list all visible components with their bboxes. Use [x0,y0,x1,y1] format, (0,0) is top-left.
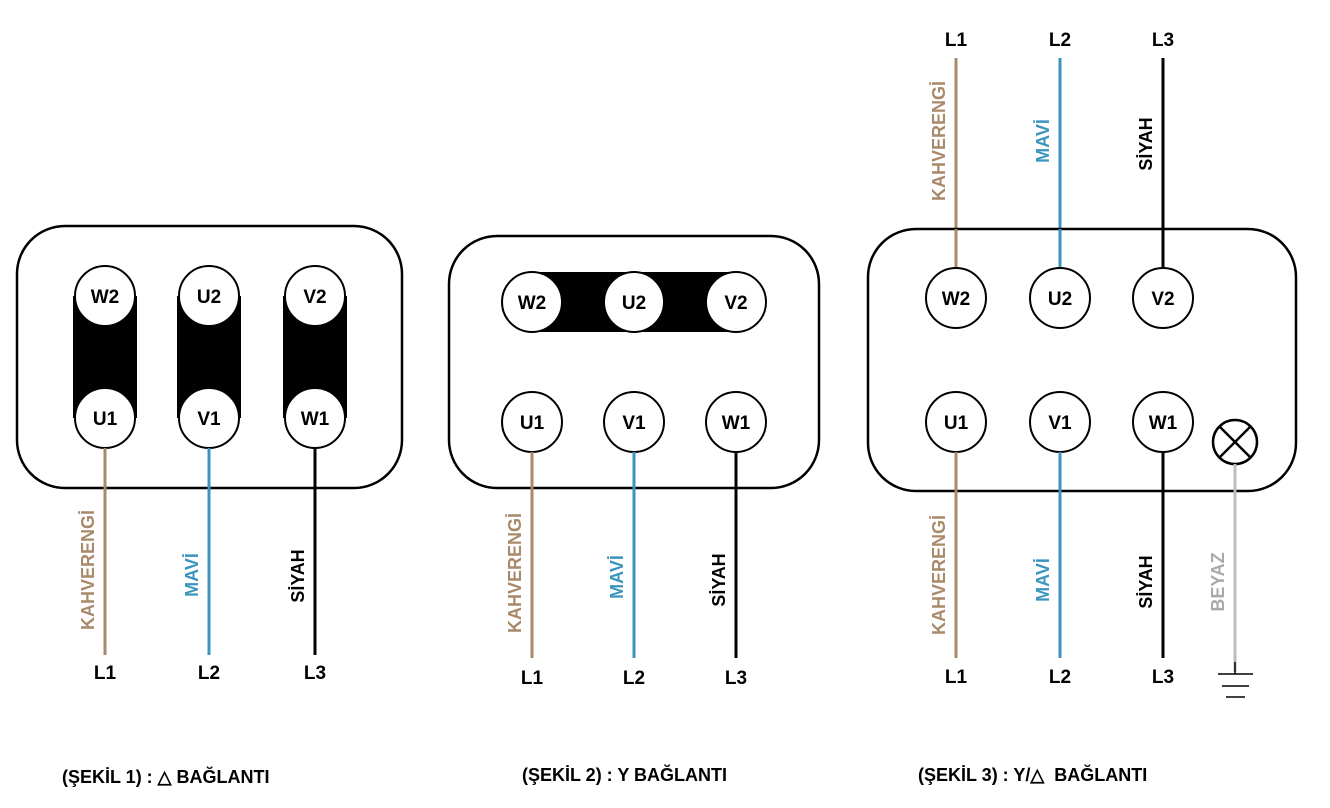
ground-icon [1218,662,1253,698]
terminal-v2 [1132,267,1194,329]
line-label-l2: L2 [1049,667,1071,688]
wire-label-brown: KAHVERENGİ [505,513,525,633]
terminal-w2 [925,267,987,329]
terminal-v1-label: V1 [1048,413,1072,434]
terminal-u2-label: U2 [1048,289,1072,310]
terminal-u1-label: U1 [520,413,545,434]
wire-label-gray: BEYAZ [1208,552,1228,611]
terminal-v1-label: V1 [197,409,221,430]
top-line-label-l2: L2 [1049,30,1071,51]
top-line-label-l3: L3 [1152,30,1174,51]
figure-3-star-delta: L1 L2 L3 KAHVERENGİ MAVİ SİYAH W2 U2 V2 … [866,30,1298,785]
wire-label-blue: MAVİ [607,555,627,599]
terminal-u2 [178,265,240,327]
terminal-v2-label: V2 [303,287,326,308]
terminal-w2-label: W2 [942,289,971,310]
top-wire-label-blue: MAVİ [1033,119,1053,163]
terminal-u2-label: U2 [197,287,221,308]
wire-label-blue: MAVİ [182,553,202,597]
line-label-l2: L2 [198,663,220,684]
line-label-l1: L1 [521,668,544,689]
terminal-v2-label: V2 [1151,289,1174,310]
terminal-u1-label: U1 [93,409,118,430]
terminal-u2 [1029,267,1091,329]
terminal-w2-label: W2 [518,293,547,314]
terminal-w2 [74,265,136,327]
line-label-l1: L1 [945,667,968,688]
terminal-w1-label: W1 [722,413,751,434]
top-line-label-l1: L1 [945,30,968,51]
line-label-l3: L3 [725,668,747,689]
wire-label-blue: MAVİ [1033,558,1053,602]
figure-1-delta: W2 U2 V2 U1 V1 W1 KAHVERENGİ MAVİ SİYAH … [15,224,404,787]
line-label-l1: L1 [94,663,117,684]
wire-label-brown: KAHVERENGİ [78,510,98,630]
terminal-v2 [705,271,767,333]
line-label-l3: L3 [1152,667,1174,688]
terminal-v2 [284,265,346,327]
terminal-u2-label: U2 [622,293,646,314]
line-label-l2: L2 [623,668,645,689]
figure-2-star: W2 U2 V2 U1 V1 W1 KAHVERENGİ MAVİ SİYAH … [447,234,821,785]
figure-caption: (ŞEKİL 3) : Y/△ BAĞLANTI [918,764,1147,785]
figure-caption: (ŞEKİL 2) : Y BAĞLANTI [522,764,727,785]
wire-label-black: SİYAH [709,553,729,606]
terminal-w2-label: W2 [91,287,120,308]
wire-label-black: SİYAH [1136,555,1156,608]
top-wire-label-brown: KAHVERENGİ [929,81,949,201]
figure-caption: (ŞEKİL 1) : △ BAĞLANTI [62,766,270,787]
terminal-v2-label: V2 [724,293,747,314]
terminal-w2 [501,271,563,333]
terminal-u1-label: U1 [944,413,969,434]
wire-label-brown: KAHVERENGİ [929,515,949,635]
terminal-v1-label: V1 [622,413,646,434]
terminal-u2 [603,271,665,333]
line-label-l3: L3 [304,663,326,684]
terminal-w1-label: W1 [301,409,330,430]
terminal-w1-label: W1 [1149,413,1178,434]
top-wire-label-black: SİYAH [1136,117,1156,170]
wire-label-black: SİYAH [288,549,308,602]
lamp-icon [1211,418,1259,466]
